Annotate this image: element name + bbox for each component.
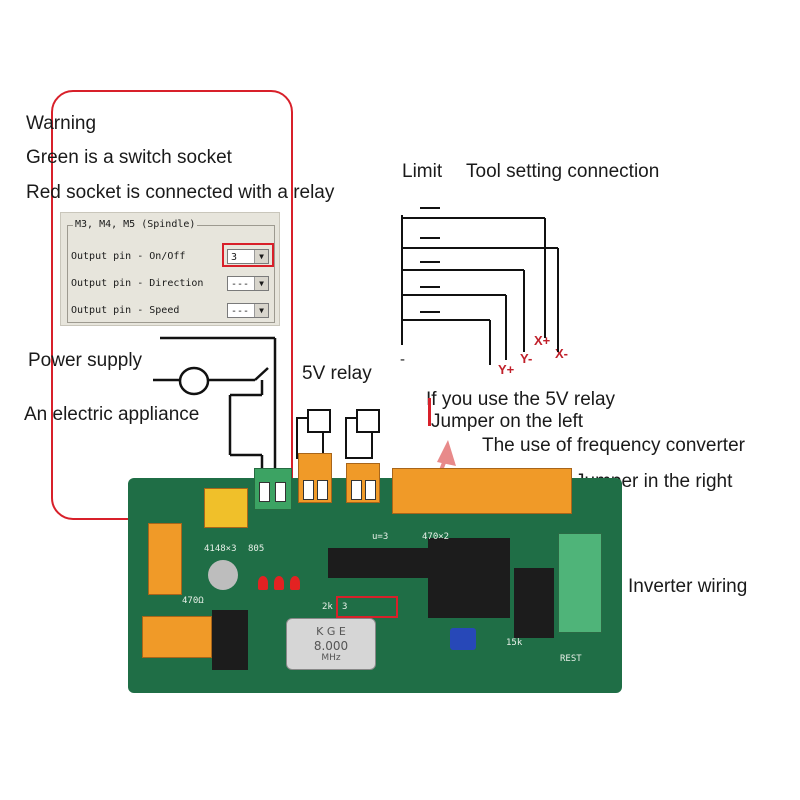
appliance-wiring	[153, 336, 277, 480]
y-minus-label: Y-	[520, 351, 533, 366]
jumper-highlight	[336, 596, 398, 618]
frequency-converter-label: The use of frequency converter	[482, 435, 745, 456]
chevron-down-icon[interactable]: ▼	[254, 304, 268, 317]
chevron-down-icon[interactable]: ▼	[254, 277, 268, 290]
capacitor	[208, 560, 238, 590]
output-pin-onoff-value: 3	[231, 252, 238, 263]
potentiometer	[450, 628, 476, 650]
silk-3: 3	[342, 602, 348, 612]
silk-diode: 4148×3	[204, 544, 237, 554]
controller-board: K G E 8.000 MHz 4148×3 805 470Ω 2k 3 15k…	[128, 453, 622, 693]
left-terminal-upper	[148, 523, 182, 595]
power-supply-label: Power supply	[28, 350, 143, 371]
warning-line-red: Red socket is connected with a relay	[26, 182, 335, 203]
silk-15k: 15k	[506, 638, 523, 648]
screw	[303, 480, 314, 500]
silk-470-2: 470×2	[422, 532, 450, 542]
minus-label: -	[400, 351, 405, 368]
ic-chip-main	[428, 538, 510, 618]
led-red	[274, 576, 284, 590]
output-pin-direction-value: ---	[231, 279, 250, 290]
top-terminal-block	[392, 468, 572, 514]
x-plus-label: X+	[534, 333, 551, 348]
screw	[259, 482, 270, 502]
crystal-frequency: 8.000	[313, 639, 349, 653]
limit-switch-wiring	[401, 207, 559, 365]
relay-icons	[296, 409, 380, 459]
output-pin-direction-select[interactable]: --- ▼	[227, 276, 269, 291]
chevron-down-icon[interactable]: ▼	[254, 250, 268, 263]
output-pin-speed-select[interactable]: --- ▼	[227, 303, 269, 318]
spindle-group-title: M3, M4, M5 (Spindle)	[73, 219, 198, 230]
silk-rest: REST	[560, 654, 582, 664]
led-red	[258, 576, 268, 590]
spindle-output-dialog: M3, M4, M5 (Spindle) Output pin - On/Off…	[60, 212, 280, 326]
highlight-box	[222, 243, 274, 267]
output-pin-onoff-label: Output pin - On/Off	[71, 251, 186, 262]
crystal-unit: MHz	[321, 653, 341, 663]
warning-title: Warning	[26, 113, 97, 134]
screw	[275, 482, 286, 502]
ic-chip	[212, 610, 248, 670]
warning-line-green: Green is a switch socket	[26, 147, 232, 168]
relay-5v-label: 5V relay	[302, 363, 372, 384]
output-pin-onoff-select[interactable]: 3 ▼	[227, 249, 269, 264]
silk-805: 805	[248, 544, 265, 554]
inverter-wiring-label: Inverter wiring	[628, 576, 748, 597]
silk-res-u: u=3	[372, 532, 389, 542]
screw	[317, 480, 328, 500]
screw	[351, 480, 362, 500]
silk-res: 470Ω	[182, 596, 204, 606]
y-plus-label: Y+	[498, 362, 515, 377]
crystal-brand: K G E	[316, 625, 346, 638]
crystal-oscillator: K G E 8.000 MHz	[286, 618, 376, 670]
silk-2k: 2k	[322, 602, 333, 612]
output-pin-speed-label: Output pin - Speed	[71, 305, 180, 316]
electric-appliance-label: An electric appliance	[24, 404, 200, 425]
yellow-component	[204, 488, 248, 528]
led-red	[290, 576, 300, 590]
output-pin-speed-value: ---	[231, 306, 250, 317]
jumper-left-label: Jumper on the left	[431, 411, 584, 432]
tool-setting-label: Tool setting connection	[466, 161, 660, 182]
ic-chip	[514, 568, 554, 638]
left-terminal-lower	[142, 616, 212, 658]
screw	[365, 480, 376, 500]
output-pin-direction-label: Output pin - Direction	[71, 278, 204, 289]
inverter-terminal	[558, 533, 602, 633]
use-5v-relay-label: If you use the 5V relay	[426, 389, 616, 410]
limit-label: Limit	[402, 161, 443, 182]
ic-chip	[328, 548, 428, 578]
